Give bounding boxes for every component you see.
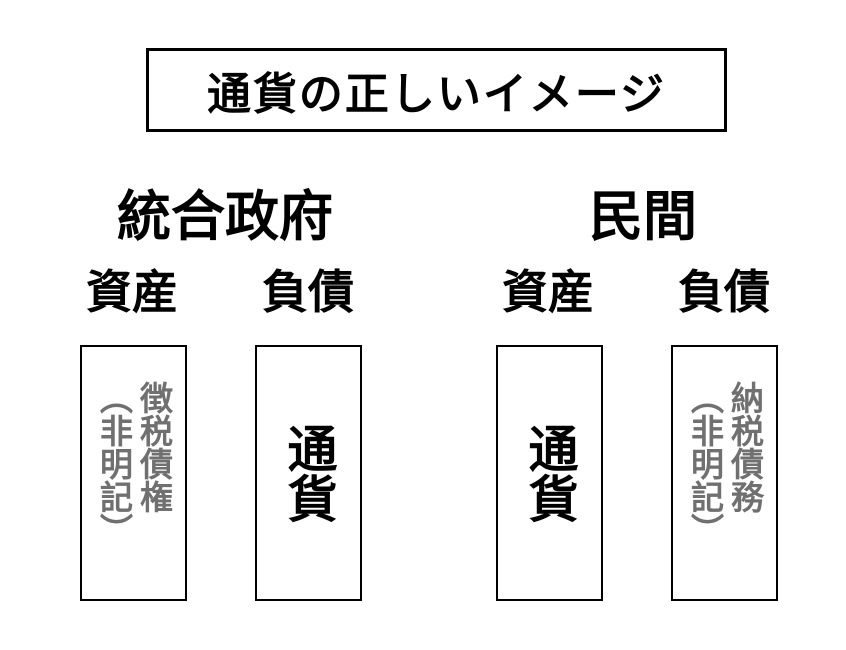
- currency-label: 通貨: [279, 423, 338, 523]
- government-assets-box: 徴税債権 （非明記）: [80, 345, 187, 601]
- private-assets-label: 資産: [502, 265, 594, 319]
- currency-label: 通貨: [520, 423, 579, 523]
- private-liabilities-label: 負債: [678, 265, 770, 319]
- diagram-title: 通貨の正しいイメージ: [146, 48, 727, 132]
- tax-obligation-note: 納税債務 （非明記）: [685, 380, 765, 546]
- government-assets-label: 資産: [86, 265, 178, 319]
- government-liabilities-label: 負債: [262, 265, 354, 319]
- private-liabilities-box: 納税債務 （非明記）: [671, 345, 778, 601]
- private-heading: 民間: [589, 185, 697, 248]
- government-heading: 統合政府: [117, 185, 333, 248]
- private-assets-box: 通貨: [496, 345, 603, 601]
- government-liabilities-box: 通貨: [255, 345, 362, 601]
- tax-claim-note: 徴税債権 （非明記）: [94, 380, 174, 546]
